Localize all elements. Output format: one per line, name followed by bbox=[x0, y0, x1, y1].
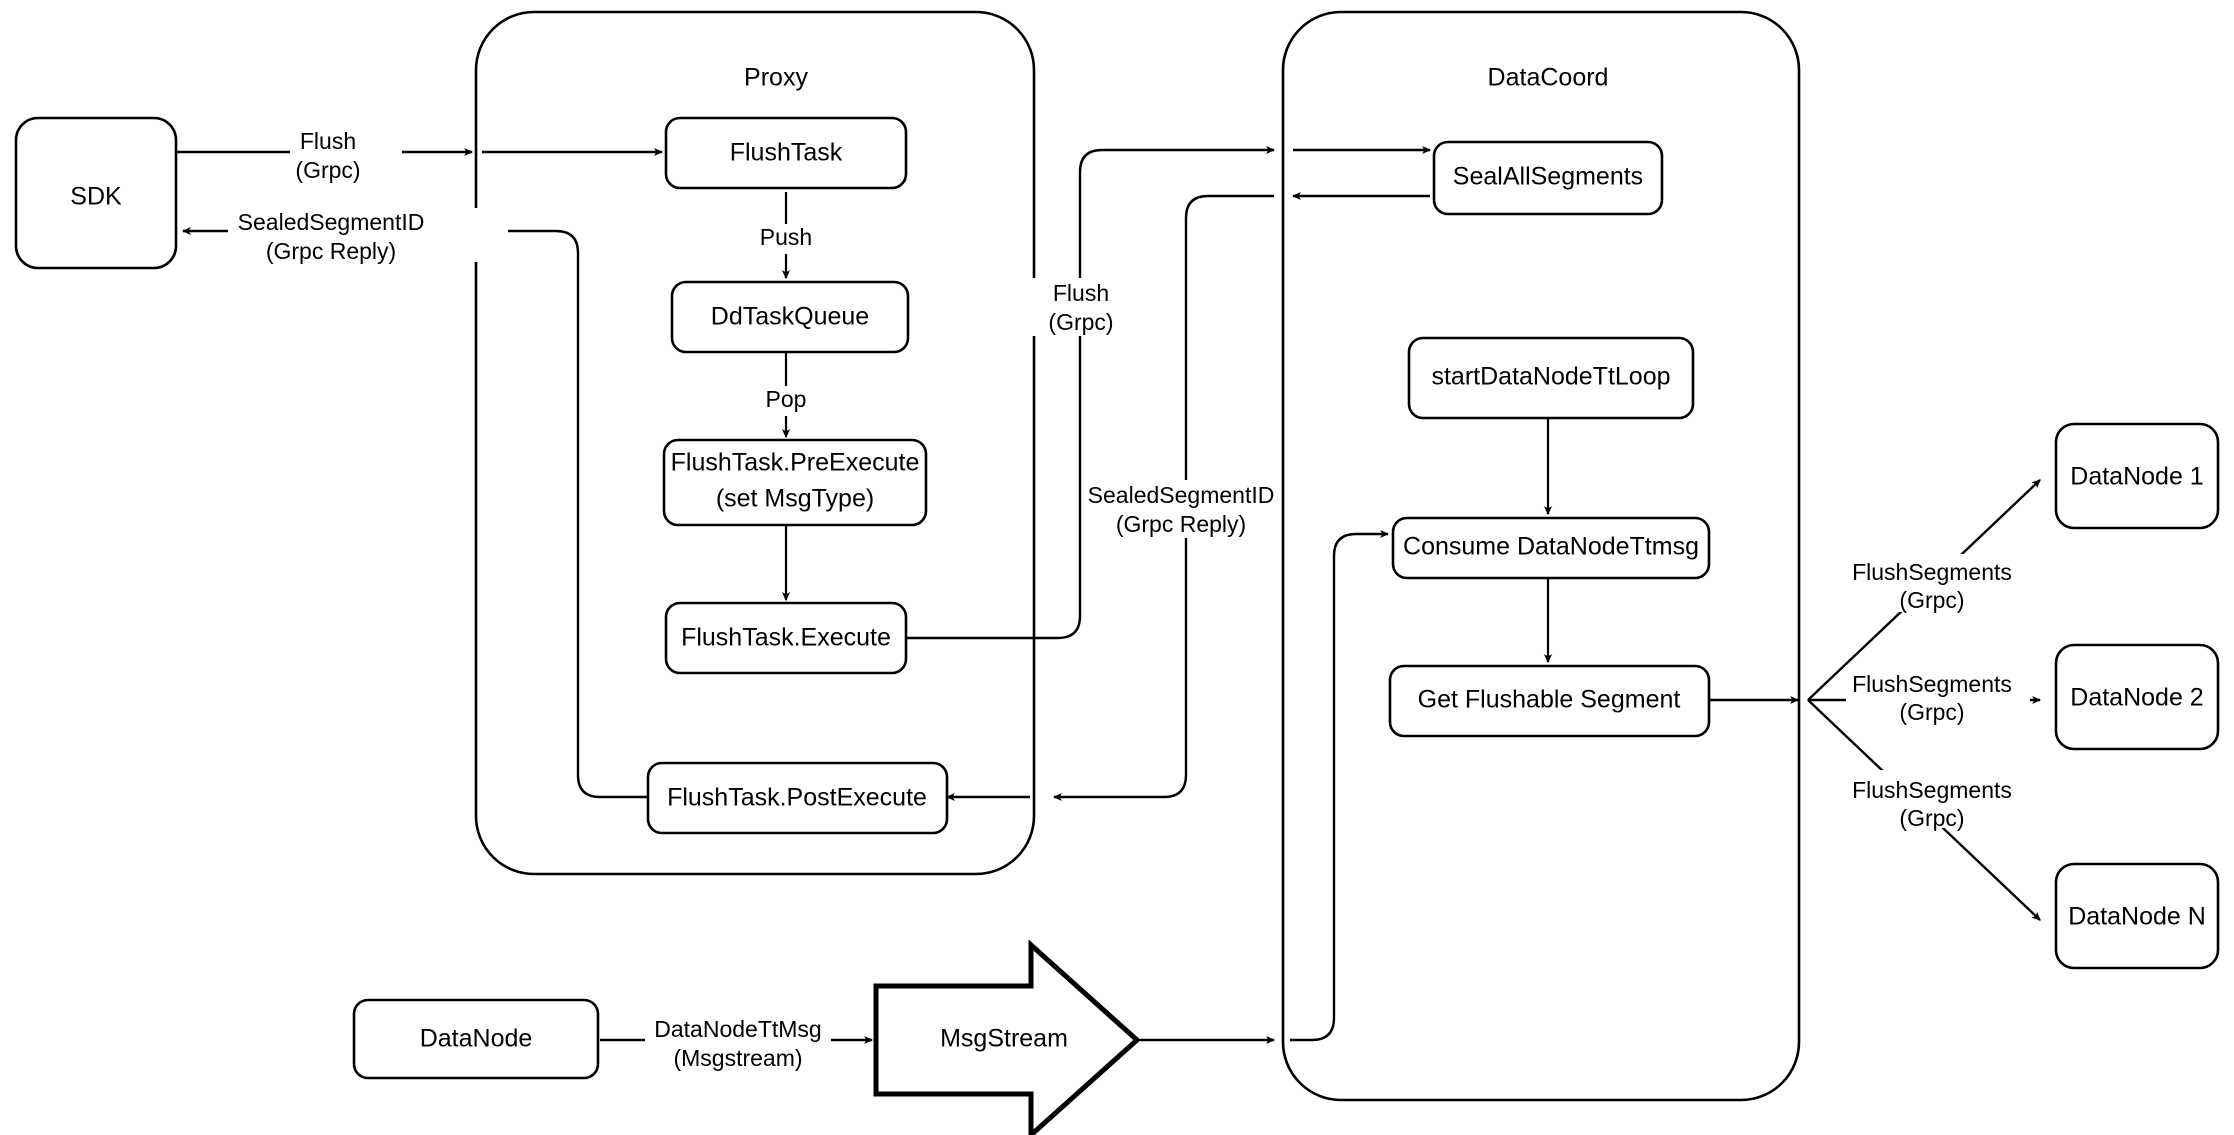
label-bg-flush-sdk bbox=[290, 126, 402, 180]
startdatanodettloop-label: startDataNodeTtLoop bbox=[1431, 363, 1670, 391]
datacoord-container-border bbox=[1281, 10, 1801, 1102]
sdk-label: SDK bbox=[70, 183, 122, 211]
sealed-sdk-label-line1: SealedSegmentID bbox=[238, 209, 425, 235]
preexecute-box[interactable] bbox=[662, 438, 928, 527]
edge-label-flush-mid: Flush (Grpc) bbox=[1026, 278, 1136, 336]
datanode1-label: DataNode 1 bbox=[2070, 463, 2203, 491]
edge-label-datanode-ttmsg: DataNodeTtMsg (Msgstream) bbox=[645, 1012, 831, 1071]
node-flushtask-postexecute[interactable]: FlushTask.PostExecute bbox=[646, 761, 949, 835]
ddtaskqueue-box[interactable] bbox=[670, 280, 910, 354]
label-bg-sealed-sdk bbox=[228, 208, 508, 262]
node-flushtask-execute[interactable]: FlushTask.Execute bbox=[664, 601, 908, 675]
node-datanode-n[interactable]: DataNode N bbox=[2054, 862, 2220, 970]
postexecute-label: FlushTask.PostExecute bbox=[667, 784, 927, 812]
edge-label-push: Push bbox=[746, 224, 826, 254]
proxy-container-label: Proxy bbox=[744, 64, 808, 92]
node-sealallsegments[interactable]: SealAllSegments bbox=[1432, 140, 1664, 216]
flush-mid-label-line2: (Grpc) bbox=[1048, 309, 1113, 335]
ddtaskqueue-label: DdTaskQueue bbox=[711, 303, 869, 331]
execute-label: FlushTask.Execute bbox=[681, 624, 891, 652]
datanoden-box[interactable] bbox=[2054, 862, 2220, 970]
node-datanode-2[interactable]: DataNode 2 bbox=[2054, 643, 2220, 751]
pop-label: Pop bbox=[766, 386, 807, 412]
execute-box[interactable] bbox=[664, 601, 908, 675]
consumedatanodettmsg-label: Consume DataNodeTtmsg bbox=[1403, 533, 1699, 561]
consumedatanodettmsg-box[interactable] bbox=[1391, 516, 1711, 580]
flushsegments-2-label-line2: (Grpc) bbox=[1899, 699, 1964, 725]
edge-datacoord-msgstream-rail-to-consume bbox=[1290, 529, 1390, 1042]
flushtask-label: FlushTask bbox=[730, 139, 843, 167]
flushsegments-1-label-line1: FlushSegments bbox=[1852, 559, 2012, 585]
edge-execute-to-datacoord-flush bbox=[906, 145, 1276, 640]
flushsegments-n-label-line2: (Grpc) bbox=[1899, 805, 1964, 831]
flush-mid-label-line1: Flush bbox=[1053, 280, 1109, 306]
node-flushtask-preexecute[interactable]: FlushTask.PreExecute (set MsgType) bbox=[662, 438, 928, 527]
edge-postexecute-to-sdk-rail bbox=[492, 226, 648, 799]
label-bg-flush-mid bbox=[1026, 278, 1136, 336]
getflushablesegment-box[interactable] bbox=[1388, 664, 1711, 738]
container-datacoord: DataCoord bbox=[1281, 10, 1801, 1102]
preexecute-label-line2: (set MsgType) bbox=[716, 485, 874, 513]
flush-sdk-label-line2: (Grpc) bbox=[295, 157, 360, 183]
flush-sdk-label-line1: Flush bbox=[300, 128, 356, 154]
datanoden-label: DataNode N bbox=[2068, 903, 2206, 931]
label-bg-push bbox=[746, 224, 826, 254]
datanode-ttmsg-label-line2: (Msgstream) bbox=[673, 1045, 802, 1071]
sealed-mid-label-line1: SealedSegmentID bbox=[1088, 482, 1275, 508]
edge-label-sealedsegmentid-sdk: SealedSegmentID (Grpc Reply) bbox=[228, 208, 508, 264]
node-ddtaskqueue[interactable]: DdTaskQueue bbox=[670, 280, 910, 354]
label-bg-flushsegments-n bbox=[1846, 770, 2030, 828]
node-flushtask[interactable]: FlushTask bbox=[664, 116, 908, 190]
datanode-bottom-box[interactable] bbox=[352, 998, 600, 1080]
sealed-sdk-label-line2: (Grpc Reply) bbox=[266, 238, 396, 264]
label-bg-flushsegments-2 bbox=[1846, 665, 2030, 723]
label-bg-pop bbox=[750, 386, 822, 416]
datanode-ttmsg-label-line1: DataNodeTtMsg bbox=[654, 1016, 821, 1042]
node-start-datanode-tt-loop[interactable]: startDataNodeTtLoop bbox=[1407, 336, 1695, 420]
startdatanodettloop-box[interactable] bbox=[1407, 336, 1695, 420]
sdk-box[interactable] bbox=[14, 116, 178, 270]
edge-label-pop: Pop bbox=[750, 386, 822, 416]
flushsegments-n-label-line1: FlushSegments bbox=[1852, 777, 2012, 803]
node-sdk[interactable]: SDK bbox=[14, 116, 178, 270]
node-datanode-1[interactable]: DataNode 1 bbox=[2054, 422, 2220, 530]
edge-label-flushsegments-2: FlushSegments (Grpc) bbox=[1846, 665, 2030, 725]
flushtask-box[interactable] bbox=[664, 116, 908, 190]
sealallsegments-box[interactable] bbox=[1432, 140, 1664, 216]
datanode2-box[interactable] bbox=[2054, 643, 2220, 751]
label-bg-flushsegments-1 bbox=[1846, 554, 2030, 612]
getflushablesegment-label: Get Flushable Segment bbox=[1418, 686, 1681, 714]
proxy-container-border bbox=[474, 10, 1036, 876]
edge-label-flushsegments-n: FlushSegments (Grpc) bbox=[1846, 770, 2030, 831]
node-get-flushable-segment[interactable]: Get Flushable Segment bbox=[1388, 664, 1711, 738]
sealed-mid-label-line2: (Grpc Reply) bbox=[1116, 511, 1246, 537]
node-msgstream[interactable]: MsgStream bbox=[873, 939, 1141, 1135]
edge-label-sealedsegmentid-mid: SealedSegmentID (Grpc Reply) bbox=[1083, 480, 1274, 538]
flushsegments-2-label-line1: FlushSegments bbox=[1852, 671, 2012, 697]
postexecute-box[interactable] bbox=[646, 761, 949, 835]
datanode2-label: DataNode 2 bbox=[2070, 684, 2203, 712]
msgstream-shape[interactable] bbox=[873, 939, 1141, 1135]
sealallsegments-label: SealAllSegments bbox=[1453, 163, 1643, 191]
datanode-bottom-label: DataNode bbox=[420, 1025, 533, 1053]
node-consume-datanode-ttmsg[interactable]: Consume DataNodeTtmsg bbox=[1391, 516, 1711, 580]
edge-label-flush-sdk: Flush (Grpc) bbox=[290, 126, 402, 183]
edge-label-flushsegments-1: FlushSegments (Grpc) bbox=[1846, 554, 2030, 613]
preexecute-label-line1: FlushTask.PreExecute bbox=[671, 449, 920, 477]
datanode1-box[interactable] bbox=[2054, 422, 2220, 530]
msgstream-label: MsgStream bbox=[940, 1025, 1068, 1053]
label-bg-sealed-mid bbox=[1083, 480, 1269, 538]
container-proxy: Proxy bbox=[474, 10, 1036, 876]
push-label: Push bbox=[760, 224, 812, 250]
flushsegments-1-label-line2: (Grpc) bbox=[1899, 587, 1964, 613]
label-bg-datanode-ttmsg bbox=[645, 1012, 831, 1070]
node-datanode-bottom[interactable]: DataNode bbox=[352, 998, 600, 1080]
datacoord-container-label: DataCoord bbox=[1488, 64, 1609, 92]
